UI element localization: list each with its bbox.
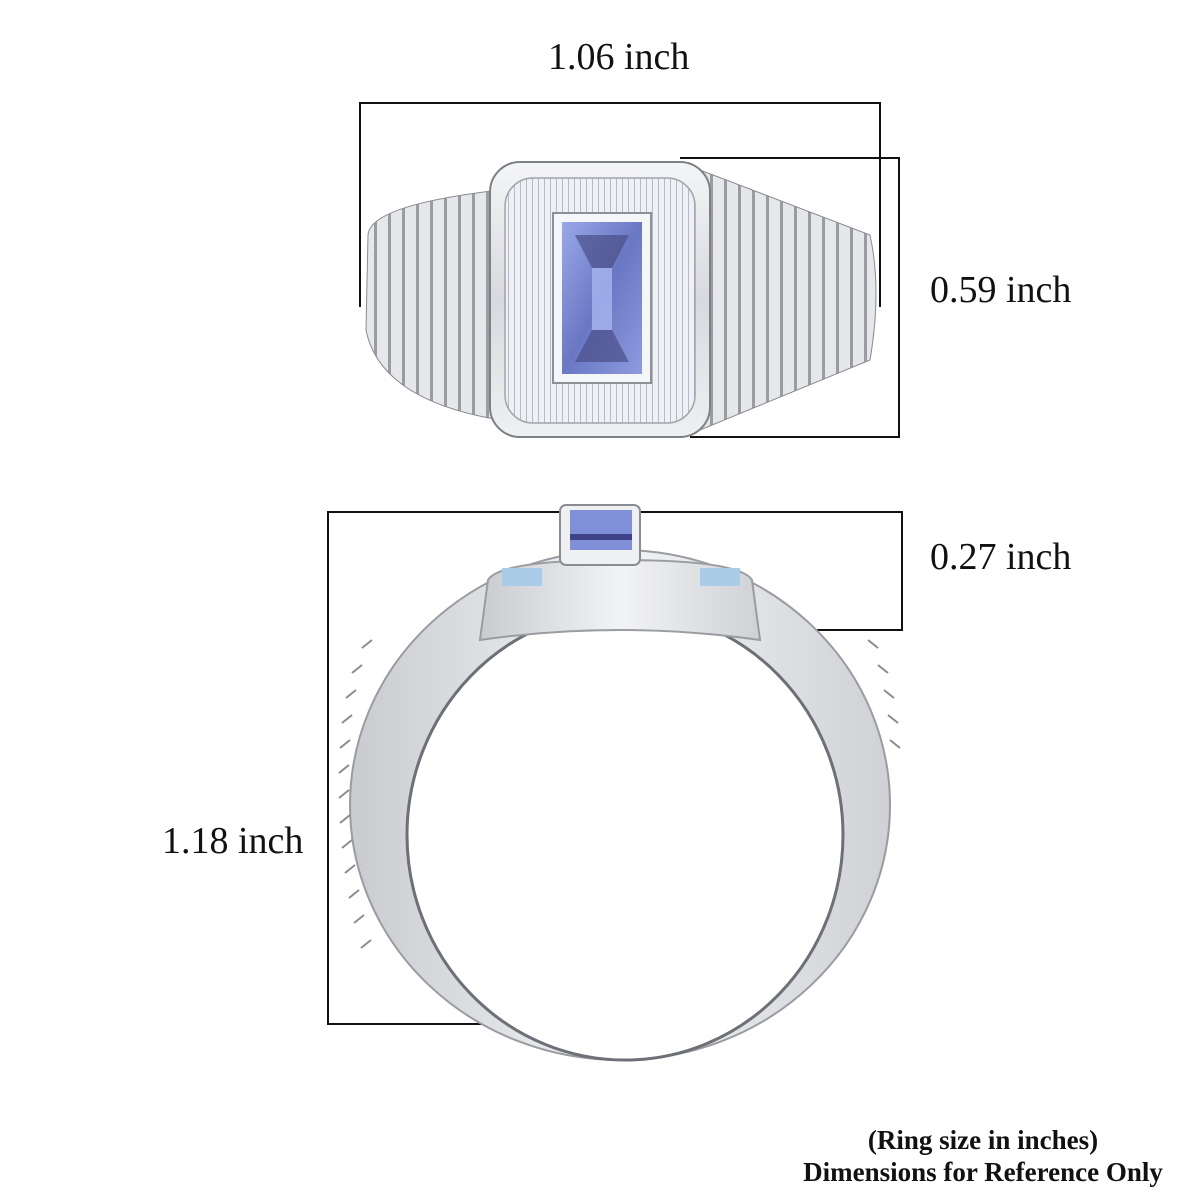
top-height-bracket-bottom xyxy=(690,436,900,438)
total-height-bracket-left xyxy=(327,511,329,1025)
top-height-dimension-label: 0.59 inch xyxy=(930,269,1072,311)
width-bracket-top xyxy=(359,102,881,104)
top-height-bracket-right xyxy=(898,157,900,438)
stone-bracket-right xyxy=(901,511,903,631)
tanzanite-stone-side xyxy=(570,510,632,550)
reference-disclaimer: Dimensions for Reference Only xyxy=(803,1157,1163,1187)
total-height-dimension-label: 1.18 inch xyxy=(162,820,304,862)
ring-size-note: (Ring size in inches) xyxy=(867,1125,1099,1155)
width-bracket-left xyxy=(359,102,361,307)
reference-note: (Ring size in inches) Dimensions for Ref… xyxy=(778,1124,1188,1188)
stone-height-dimension-label: 0.27 inch xyxy=(930,536,1072,578)
width-dimension-label: 1.06 inch xyxy=(548,36,690,78)
width-bracket-right xyxy=(879,102,881,307)
top-height-bracket-top xyxy=(680,157,900,159)
